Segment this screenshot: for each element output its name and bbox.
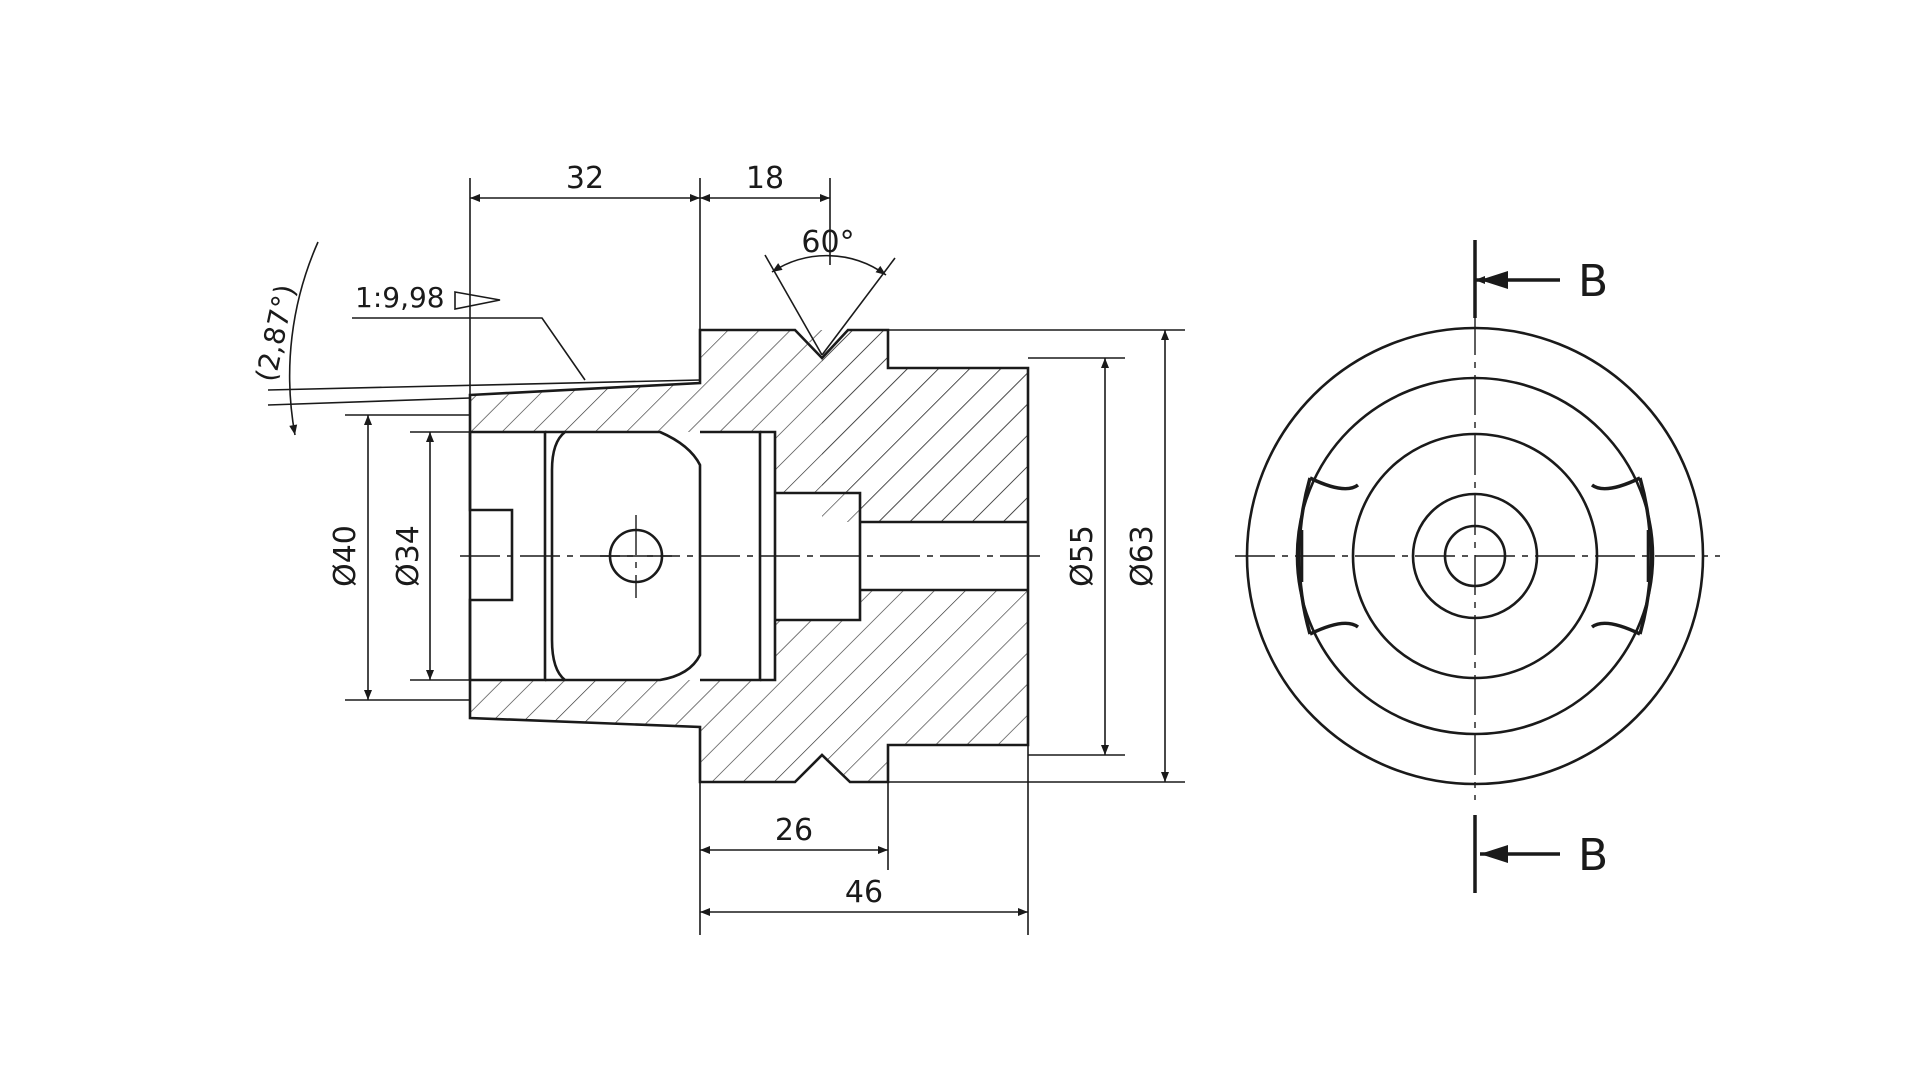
dim-angle-60: 60° [801,225,854,260]
dim-length-32: 32 [566,161,604,196]
taper-angle-label: (2,87°) [249,282,302,385]
dim-dia-63: Ø63 [1125,525,1160,587]
front-view: B B [1235,240,1720,893]
dim-length-46: 46 [845,875,883,910]
dim-dia-40: Ø40 [328,525,363,587]
dim-length-26: 26 [775,813,813,848]
through-hole [860,520,1028,592]
taper-symbol-icon [454,291,501,310]
section-mark-bottom: B [1578,830,1608,881]
slot-outline [468,432,514,680]
right-lug-slot [1638,477,1653,635]
hatched-material [470,330,1028,782]
chamber-outline [550,430,702,682]
section-view: 32 18 60° 1:9,98 (2,87°) Ø40 Ø34 Ø55 [249,161,1185,935]
dim-dia-34: Ø34 [391,525,426,587]
dim-length-18: 18 [746,161,784,196]
taper-ratio-label: 1:9,98 [355,281,445,314]
dim-dia-55: Ø55 [1065,525,1100,587]
section-mark-top: B [1578,256,1608,307]
